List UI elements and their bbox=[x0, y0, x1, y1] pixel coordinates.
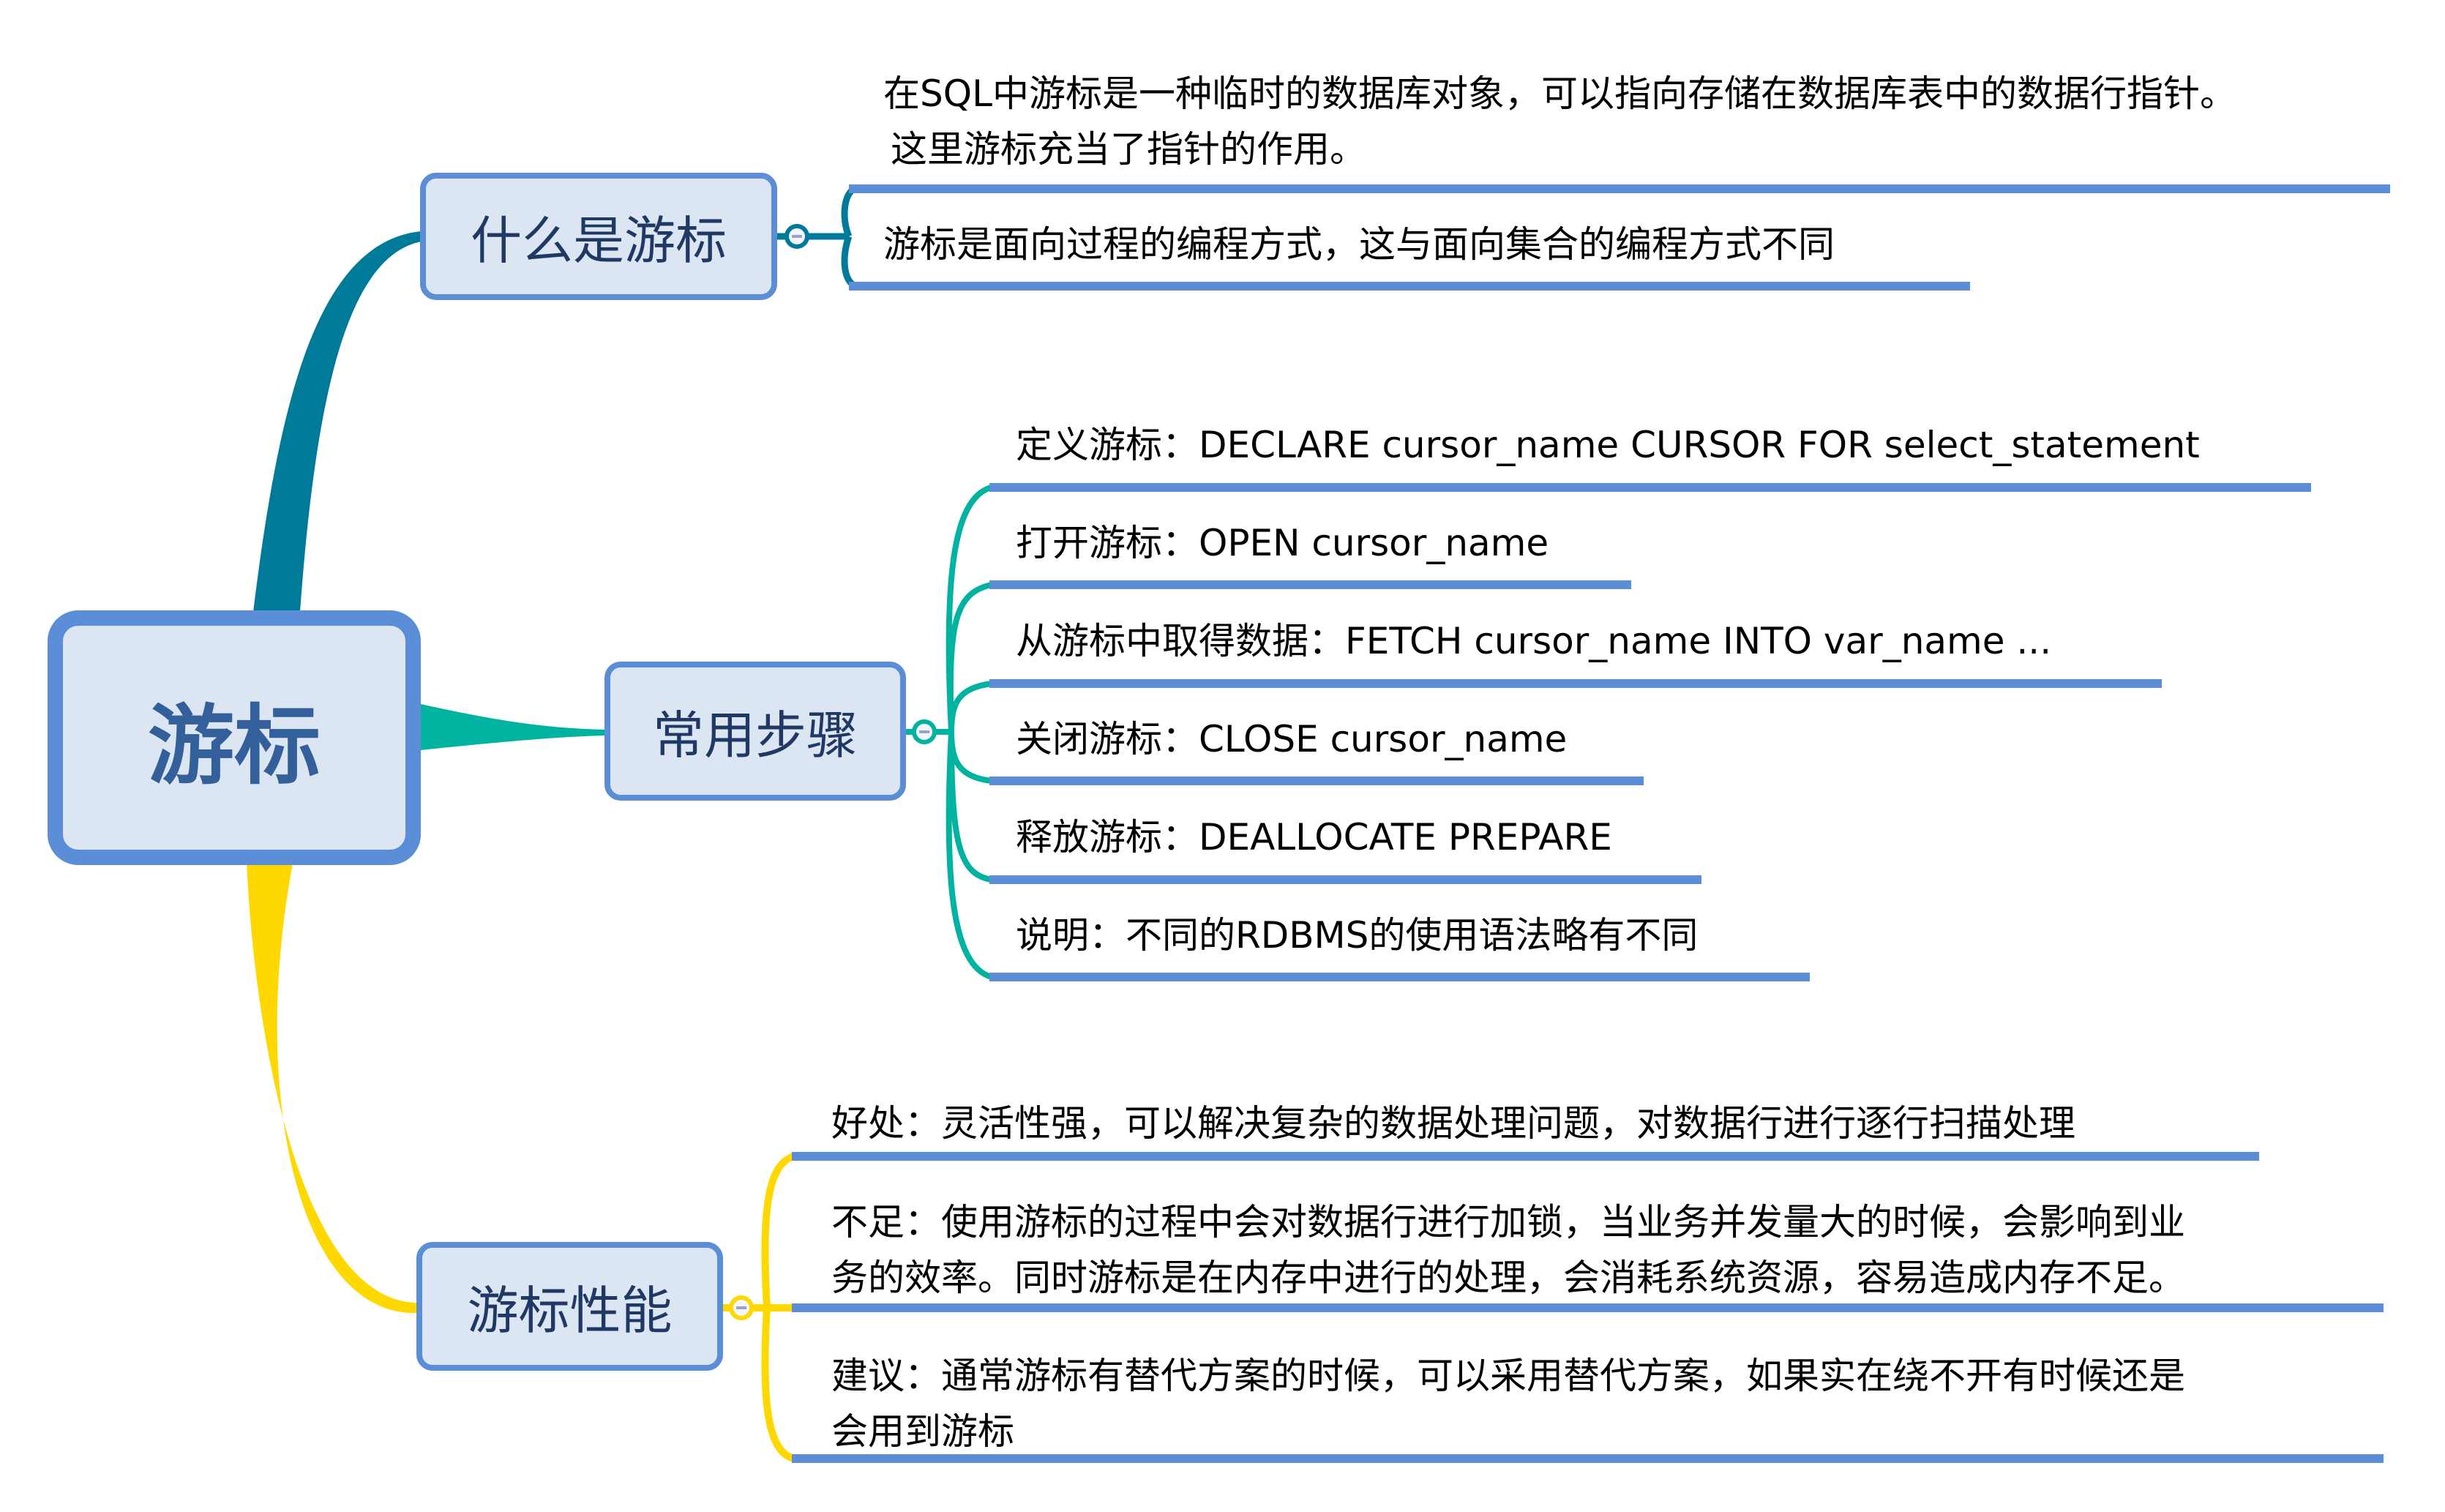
leaf-step-deallocate[interactable]: 释放游标：DEALLOCATE PREPARE bbox=[1016, 809, 1612, 865]
central-topic[interactable]: 游标 bbox=[48, 610, 421, 865]
topic-label: 游标性能 bbox=[467, 1280, 673, 1341]
central-topic-label: 游标 bbox=[147, 695, 321, 796]
leaf-line: 打开游标：OPEN cursor_name bbox=[1016, 522, 1549, 564]
leaf-line: 务的效率。同时游标是在内存中进行的处理，会消耗系统资源，容易造成内存不足。 bbox=[831, 1257, 2185, 1299]
leaf-line: 会用到游标 bbox=[831, 1410, 1014, 1453]
leaf-what-definition[interactable]: 在SQL中游标是一种临时的数据库对象，可以指向存储在数据库表中的数据行指针。 这… bbox=[883, 66, 2236, 177]
branch-central-to-perf bbox=[247, 864, 418, 1314]
leaf-line: 从游标中取得数据：FETCH cursor_name INTO var_name… bbox=[1016, 620, 2052, 662]
leaf-line: 这里游标充当了指针的作用。 bbox=[891, 128, 1366, 171]
leaf-line: 释放游标：DEALLOCATE PREPARE bbox=[1016, 816, 1612, 858]
underline bbox=[792, 1152, 2259, 1161]
underline bbox=[989, 483, 2311, 492]
leaf-step-open[interactable]: 打开游标：OPEN cursor_name bbox=[1016, 515, 1549, 571]
underline bbox=[989, 776, 1644, 785]
minus-icon bbox=[792, 235, 802, 238]
leaf-line: 建议：通常游标有替代方案的时候，可以采用替代方案，如果实在绕不开有时候还是 bbox=[831, 1355, 2185, 1397]
topic-common-steps[interactable]: 常用步骤 bbox=[604, 662, 906, 801]
collapse-toggle-steps[interactable] bbox=[912, 719, 937, 744]
topic-label: 常用步骤 bbox=[653, 705, 858, 766]
leaf-line: 关闭游标：CLOSE cursor_name bbox=[1016, 718, 1568, 760]
leaf-step-fetch[interactable]: 从游标中取得数据：FETCH cursor_name INTO var_name… bbox=[1016, 613, 2051, 669]
underline bbox=[849, 282, 1970, 291]
leaf-step-close[interactable]: 关闭游标：CLOSE cursor_name bbox=[1016, 711, 1567, 767]
minus-icon bbox=[919, 730, 929, 733]
leaf-line: 好处：灵活性强，可以解决复杂的数据处理问题，对数据行进行逐行扫描处理 bbox=[831, 1102, 2075, 1145]
topic-what-is-cursor[interactable]: 什么是游标 bbox=[420, 173, 777, 300]
branch-central-to-steps bbox=[421, 704, 604, 750]
leaf-step-declare[interactable]: 定义游标：DECLARE cursor_name CURSOR FOR sele… bbox=[1016, 417, 2200, 473]
underline bbox=[989, 580, 1631, 589]
minus-icon bbox=[736, 1306, 746, 1309]
collapse-toggle-perf[interactable] bbox=[729, 1295, 754, 1320]
underline bbox=[792, 1303, 2384, 1312]
topic-label: 什么是游标 bbox=[471, 210, 727, 271]
underline bbox=[989, 679, 2162, 688]
leaf-line: 在SQL中游标是一种临时的数据库对象，可以指向存储在数据库表中的数据行指针。 bbox=[883, 72, 2236, 115]
collapse-toggle-what[interactable] bbox=[785, 224, 809, 249]
leaf-line: 游标是面向过程的编程方式，这与面向集合的编程方式不同 bbox=[883, 223, 1835, 266]
underline bbox=[989, 973, 1810, 981]
leaf-line: 不足：使用游标的过程中会对数据行进行加锁，当业务并发量大的时候，会影响到业 bbox=[831, 1201, 2185, 1243]
leaf-perf-disadvantage[interactable]: 不足：使用游标的过程中会对数据行进行加锁，当业务并发量大的时候，会影响到业 务的… bbox=[831, 1194, 2185, 1306]
leaf-line: 说明：不同的RDBMS的使用语法略有不同 bbox=[1016, 914, 1699, 957]
leaf-perf-advantage[interactable]: 好处：灵活性强，可以解决复杂的数据处理问题，对数据行进行逐行扫描处理 bbox=[831, 1096, 2075, 1151]
underline bbox=[989, 875, 1701, 884]
topic-cursor-performance[interactable]: 游标性能 bbox=[416, 1242, 723, 1371]
leaf-what-paradigm[interactable]: 游标是面向过程的编程方式，这与面向集合的编程方式不同 bbox=[883, 217, 1835, 272]
branch-central-to-what bbox=[253, 231, 422, 612]
underline bbox=[792, 1454, 2384, 1463]
underline bbox=[849, 184, 2390, 193]
leaf-perf-suggestion[interactable]: 建议：通常游标有替代方案的时候，可以采用替代方案，如果实在绕不开有时候还是 会用… bbox=[831, 1348, 2185, 1459]
leaf-line: 定义游标：DECLARE cursor_name CURSOR FOR sele… bbox=[1016, 424, 2200, 466]
leaf-step-note[interactable]: 说明：不同的RDBMS的使用语法略有不同 bbox=[1016, 907, 1698, 963]
